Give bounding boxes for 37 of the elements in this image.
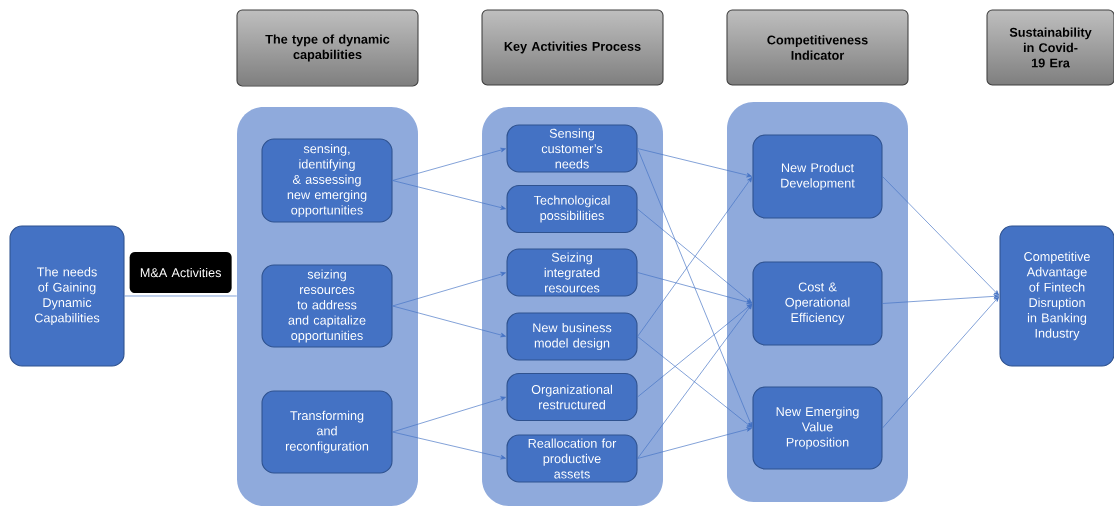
connector-arrow [392, 305, 506, 338]
connector-arrow [637, 303, 753, 459]
connector-arrow [637, 427, 752, 459]
process-box: Sensing customer’s needs [506, 124, 638, 173]
process-box: Competitive Advantage of Fintech Disruption in Banking Industry [999, 225, 1114, 367]
process-box: sensing, identifying & assessing new emerging opportunities [261, 138, 393, 223]
connector-arrow [637, 336, 753, 428]
connector-arrow [637, 148, 752, 178]
process-box: Reallocation for productive assets [506, 434, 638, 483]
process-box: Technological possibilities [506, 184, 638, 234]
header-box: Competitiveness Indicator [726, 9, 909, 86]
connector-arrow [882, 294, 999, 304]
process-box: Transforming and reconfiguration [261, 390, 393, 474]
connector-arrow [637, 272, 752, 305]
connector-arrow [882, 176, 1000, 296]
process-box: New Product Development [752, 134, 883, 219]
connector-arrow [392, 147, 506, 181]
process-box: Cost & Operational Efficiency [752, 261, 883, 346]
header-box: The type of dynamic capabilities [236, 9, 419, 87]
process-box: New Emerging Value Proposition [752, 386, 883, 470]
connector-arrow [637, 176, 753, 337]
connector-arrow [637, 303, 753, 398]
connector-arrow [392, 396, 506, 433]
header-box: Key Activities Process [481, 9, 664, 86]
process-box: New business model design [506, 312, 638, 361]
connector-arrow [637, 148, 753, 428]
connector-arrow [392, 431, 506, 460]
connector-arrow [392, 180, 506, 210]
process-box: Seizing integrated resources [506, 248, 638, 297]
process-box: The needs of Gaining Dynamic Capabilities [9, 225, 125, 367]
connector-arrow [882, 296, 1000, 429]
process-box: seizing resources to address and capitalize opportunities [261, 264, 393, 348]
connector-arrow [392, 271, 506, 307]
connector-arrow [637, 208, 753, 304]
header-box: Sustainability in Covid-19 Era [986, 9, 1114, 86]
edge-label: M&A Activities [129, 252, 232, 294]
process-box: Organizational restructured [506, 372, 638, 422]
